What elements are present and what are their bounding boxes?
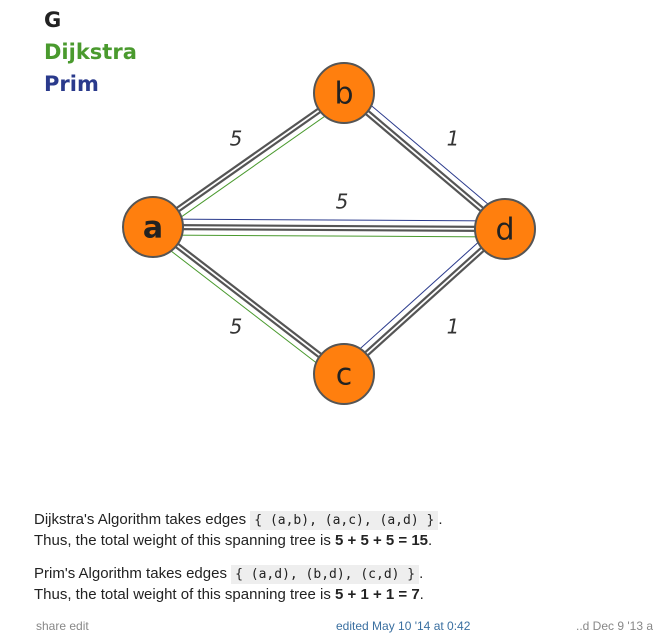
node-label-b: b [334,77,353,112]
dijkstra-line1-suffix: . [438,511,443,528]
node-c [313,343,375,405]
dijkstra-line2-suffix: . [428,532,433,549]
prim-line2-prefix: Thus, the total weight of this spanning … [34,586,336,603]
edge-c-d-inner [344,229,508,377]
prim-sum: 5 + 1 + 1 = 7 [335,586,420,603]
edge-weight-b-d: 1 [447,127,460,151]
legend-prim-label: Prim [44,72,99,96]
prim-edge-b-d [348,86,511,224]
edge-a-d-inner [152,227,505,233]
dijkstra-sum: 5 + 5 + 5 = 15 [335,532,429,549]
node-label-c: c [336,358,353,393]
node-label-a: a [143,211,163,246]
dijkstra-edges-code: { (a,b), (a,c), (a,d) } [250,511,439,530]
node-d [474,198,536,260]
legend-graph-label: G [44,8,62,32]
edge-a-b [151,90,344,227]
node-a [122,196,184,258]
post-footer: share edit edited May 10 '14 at 0:42 ..d… [36,619,653,633]
edge-a-c [153,224,346,374]
prim-line1-suffix: . [419,565,424,582]
edge-b-d-inner [341,93,505,232]
node-b [313,62,375,124]
dijkstra-line1-prefix: Dijkstra's Algorithm takes edges [34,511,251,528]
dijkstra-edge-a-c [147,232,340,381]
edge-c-d [341,226,505,374]
answered-timestamp: ..d Dec 9 '13 at [576,619,653,633]
prim-line2-suffix: . [419,586,424,603]
legend: G Dijkstra Prim [44,4,137,100]
dijkstra-line2-prefix: Thus, the total weight of this spanning … [34,532,336,549]
share-edit-links[interactable]: share edit [36,619,89,633]
edge-b-d [344,90,508,229]
edge-a-b-inner [153,93,346,230]
edge-weight-a-b: 5 [230,127,243,151]
node-label-d: d [495,213,514,248]
dijkstra-edge-a-d [152,234,505,238]
graph-diagram: 5 1 5 5 1 a b c d [122,62,536,405]
legend-dijkstra-label: Dijkstra [44,40,137,64]
dijkstra-explanation: Dijkstra's Algorithm takes edges { (a,b)… [34,510,442,551]
edited-timestamp[interactable]: edited May 10 '14 at 0:42 [336,619,471,633]
dijkstra-edge-a-b [157,99,349,234]
edge-a-c-inner [151,227,344,377]
edge-a-d [153,223,506,229]
prim-explanation: Prim's Algorithm takes edges { (a,d), (b… [34,564,424,605]
prim-line1-prefix: Prim's Algorithm takes edges [34,565,232,582]
edge-weight-c-d: 1 [447,315,460,339]
edge-weight-a-c: 5 [230,315,243,339]
prim-edge-a-d [153,218,506,222]
prim-edge-c-d [338,222,500,369]
edge-weight-a-d: 5 [336,190,349,214]
prim-edges-code: { (a,d), (b,d), (c,d) } [231,565,420,584]
